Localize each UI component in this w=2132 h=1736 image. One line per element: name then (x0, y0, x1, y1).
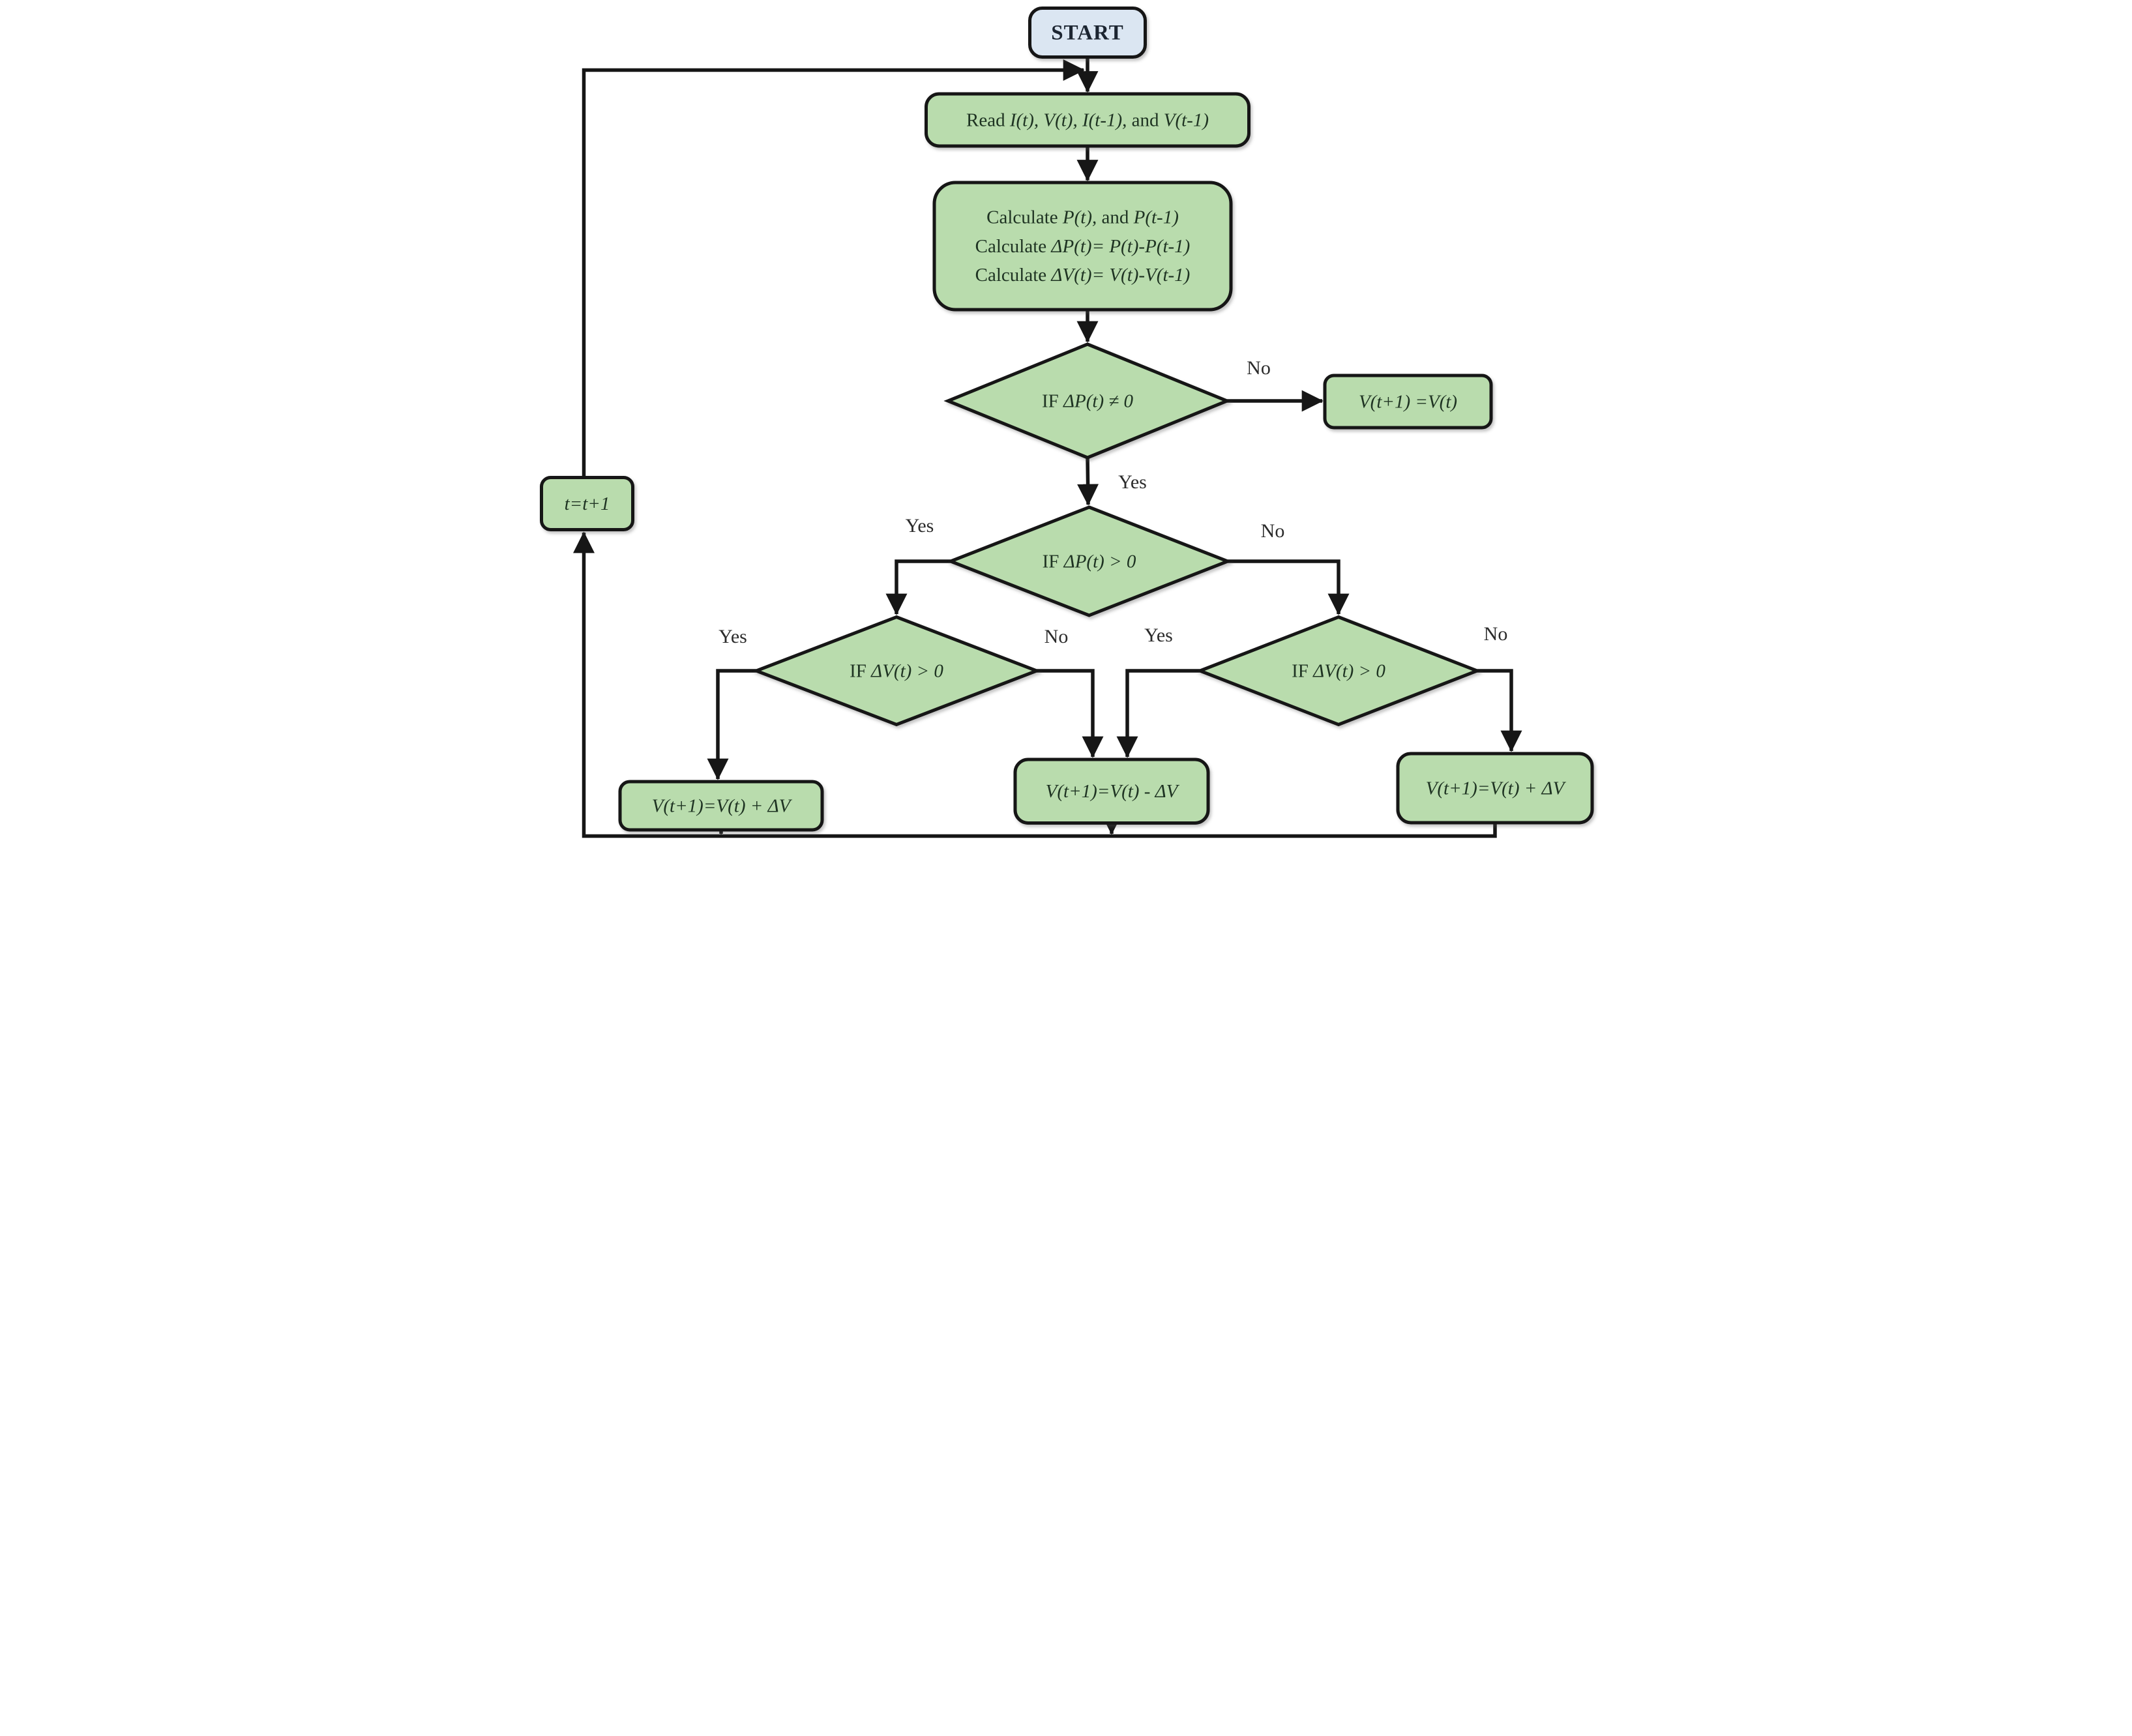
increase-voltage-left-node (618, 780, 823, 832)
calculate-label: Calculate P(t), and P(t-1) Calculate ΔP(… (934, 188, 1231, 305)
increment-t-node (539, 476, 634, 531)
decision-dp-nonzero-label: IF ΔP(t) ≠ 0 (1041, 390, 1133, 411)
decision1-no-label: No (1246, 357, 1271, 379)
increase-voltage-right-node (1396, 752, 1593, 825)
edge-decision3r-yes (1116, 669, 1200, 758)
decision3r-no-label: No (1483, 623, 1507, 645)
decision-dp-nonzero-node (943, 342, 1232, 460)
start-label: START (1050, 20, 1124, 44)
decision-dp-positive-node (945, 505, 1232, 617)
edge-decision3l-no (1036, 669, 1103, 758)
calculate-node (932, 181, 1232, 312)
hold-voltage-label: V(t+1) =V(t) (1358, 390, 1457, 412)
edge-decision3l-yes (707, 669, 756, 780)
calculate-line-3: Calculate ΔV(t)= V(t)-V(t-1) (975, 264, 1190, 286)
edge-t-feedback (582, 59, 1085, 478)
decision-dp-positive-label: IF ΔP(t) > 0 (1042, 550, 1136, 572)
decision-dv-left-label: IF ΔV(t) > 0 (849, 660, 943, 681)
flowchart-figure: START Read I(t), V(t), I(t-1), and V(t-1… (533, 0, 1599, 868)
decision3l-no-label: No (1044, 625, 1068, 647)
increase-voltage-right-label: V(t+1)=V(t) + ΔV (1425, 777, 1564, 799)
increase-voltage-left-label: V(t+1)=V(t) + ΔV (651, 795, 790, 816)
decrease-voltage-middle-label: V(t+1)=V(t) - ΔV (1045, 780, 1177, 802)
connectors (572, 57, 1522, 838)
hold-voltage-node (1323, 374, 1492, 430)
decision-dv-right-label: IF ΔV(t) > 0 (1291, 660, 1385, 681)
edge-decision2-yes (885, 559, 951, 615)
decision2-no-label: No (1260, 520, 1284, 542)
decision1-yes-label: Yes (1118, 471, 1147, 493)
read-label: Read I(t), V(t), I(t-1), and V(t-1) (966, 109, 1209, 130)
increment-t-label: t=t+1 (564, 492, 610, 514)
decrease-voltage-middle-node (1013, 758, 1209, 825)
read-node (924, 92, 1251, 148)
node-shapes (539, 7, 1593, 832)
edge-decision2-no (1227, 559, 1349, 615)
edge-return-loop (572, 531, 1497, 838)
start-node (1028, 7, 1147, 59)
decision3r-yes-label: Yes (1144, 624, 1173, 646)
edge-decision3r-no (1477, 669, 1522, 752)
decision2-yes-label: Yes (905, 514, 934, 537)
decision-dv-left-node (751, 615, 1041, 727)
decision-dv-right-node (1195, 615, 1481, 727)
calculate-line-2: Calculate ΔP(t)= P(t)-P(t-1) (975, 235, 1190, 257)
decision3l-yes-label: Yes (718, 625, 747, 647)
calculate-line-1: Calculate P(t), and P(t-1) (986, 206, 1179, 228)
